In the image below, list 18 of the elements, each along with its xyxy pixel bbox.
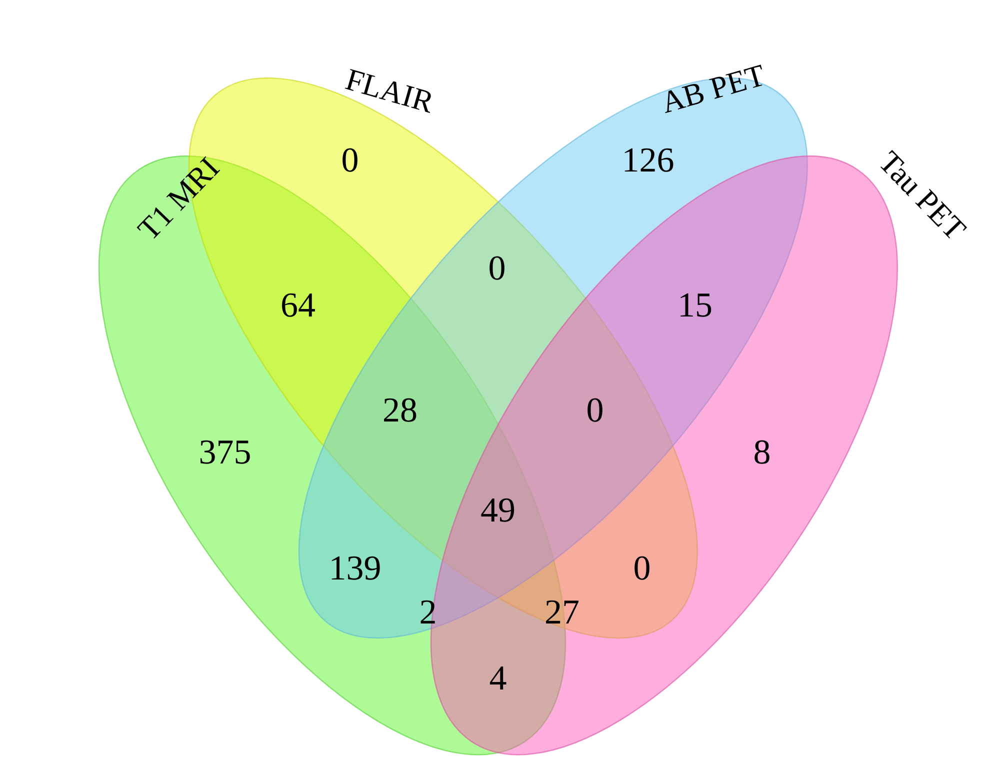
region-count: 0 bbox=[633, 550, 651, 586]
region-count: 27 bbox=[544, 594, 580, 630]
set-label: Tau PET bbox=[873, 146, 972, 246]
region-count: 0 bbox=[341, 142, 359, 178]
region-count: 0 bbox=[586, 392, 604, 428]
region-count: 126 bbox=[622, 142, 674, 178]
set-label: AB PET bbox=[658, 59, 768, 118]
region-count: 64 bbox=[280, 288, 316, 322]
region-count: 8 bbox=[753, 434, 771, 470]
region-count: 0 bbox=[488, 250, 506, 286]
region-count: 375 bbox=[198, 434, 252, 470]
region-count: 15 bbox=[678, 288, 712, 322]
region-count: 2 bbox=[419, 594, 437, 630]
set-label: FLAIR bbox=[342, 63, 438, 118]
region-count: 4 bbox=[489, 660, 507, 696]
region-count: 28 bbox=[382, 392, 418, 428]
region-count: 49 bbox=[480, 492, 516, 528]
region-count: 139 bbox=[328, 550, 382, 586]
